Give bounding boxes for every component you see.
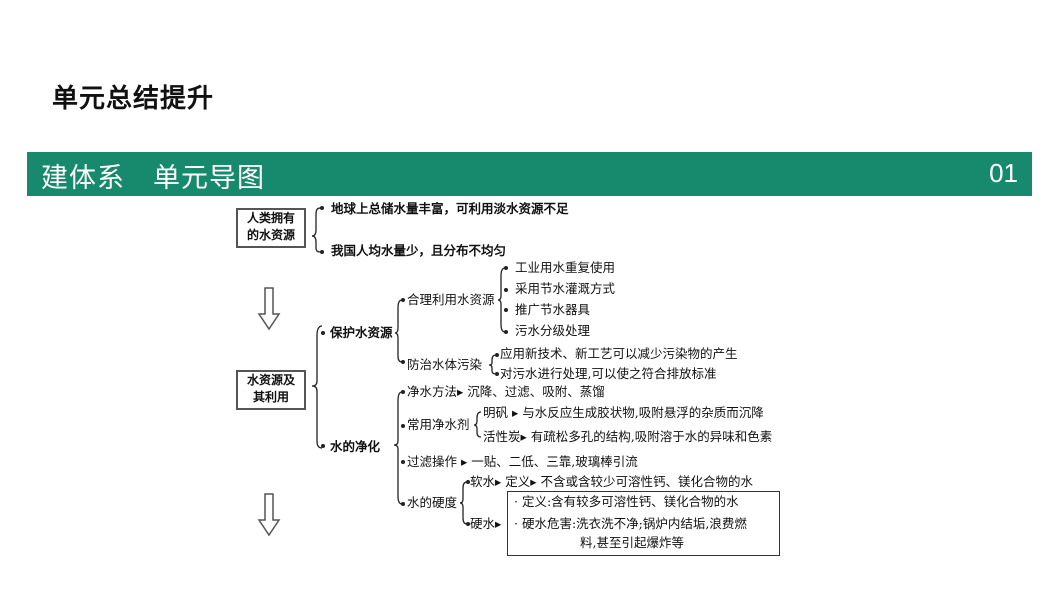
list-item: 工业用水重复使用: [515, 260, 616, 275]
down-arrow-icon: [257, 493, 281, 537]
down-arrow-icon: [257, 287, 281, 331]
mind-map-lines: [311, 206, 508, 526]
node-hardness: 水的硬度: [407, 495, 458, 510]
banner-number: 01: [989, 158, 1018, 188]
hard-water-box: · 定义:含有较多可溶性钙、镁化合物的水 · 硬水危害:洗衣洗不净;锅炉内结垢,…: [507, 491, 780, 556]
node-per-capita: 我国人均水量少，且分布不均匀: [331, 243, 507, 258]
node-soft-water: 软水▸ 定义▸ 不含或含较少可溶性钙、镁化合物的水: [470, 474, 753, 489]
node-human-water-resources: 人类拥有 的水资源: [236, 208, 306, 248]
hard-water-harm-cont: 料,甚至引起爆炸等: [580, 535, 684, 550]
mind-map: 人类拥有 的水资源 水资源及 其利用 地球上总储水量丰富，可利用淡水资源不足 我…: [0, 196, 1058, 599]
list-item: 污水分级处理: [515, 323, 591, 338]
node-purify: 水的净化: [330, 439, 381, 454]
section-banner: 建体系 单元导图 01: [27, 152, 1032, 196]
banner-title: 建体系 单元导图: [41, 163, 265, 194]
list-item: 采用节水灌溉方式: [515, 281, 616, 296]
node-hard-water: 硬水▸: [470, 516, 502, 531]
node-total-water: 地球上总储水量丰富，可利用淡水资源不足: [331, 201, 569, 216]
node-filter: 过滤操作 ▸ 一贴、二低、三靠,玻璃棒引流: [407, 454, 638, 469]
list-item: 应用新技术、新工艺可以减少污染物的产生: [500, 346, 738, 361]
list-item: 推广节水器具: [515, 302, 591, 317]
node-water-use: 水资源及 其利用: [236, 370, 306, 410]
list-item: 对污水进行处理,可以使之符合排放标准: [500, 366, 717, 381]
node-methods: 净水方法▸ 沉降、过滤、吸附、蒸馏: [407, 384, 605, 399]
hard-water-harm: · 硬水危害:洗衣洗不净;锅炉内结垢,浪费燃: [514, 516, 747, 531]
page-title: 单元总结提升: [52, 84, 215, 114]
node-prevent-pollution: 防治水体污染: [407, 357, 483, 372]
hard-water-definition: · 定义:含有较多可溶性钙、镁化合物的水: [514, 494, 739, 509]
node-rational-use: 合理利用水资源: [407, 292, 495, 307]
node-agents: 常用净水剂: [407, 417, 470, 432]
node-protect: 保护水资源: [330, 325, 393, 340]
node-carbon: 活性炭▸ 有疏松多孔的结构,吸附溶于水的异味和色素: [483, 429, 773, 444]
node-alum: 明矾 ▸ 与水反应生成胶状物,吸附悬浮的杂质而沉降: [483, 405, 764, 420]
